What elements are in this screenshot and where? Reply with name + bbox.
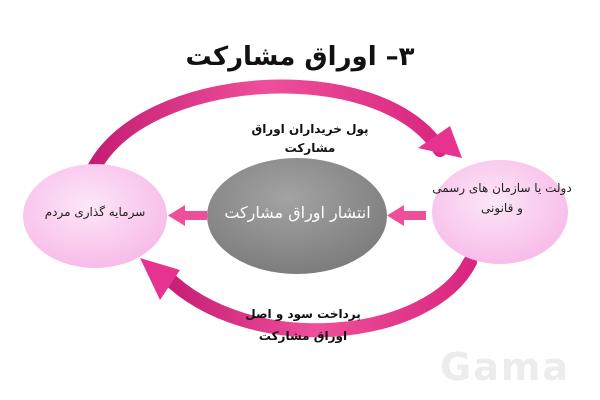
- top-flow-label: پول خریداران اوراق مشارکت: [251, 122, 369, 155]
- small-arrow-left: [168, 205, 207, 226]
- investors-node: [23, 164, 167, 268]
- government-node: [432, 160, 568, 264]
- issuance-node: [207, 158, 387, 274]
- page-title: ۳– اوراق مشارکت: [185, 42, 415, 72]
- government-label: دولت یا سازمان های رسمی و قانونی: [432, 181, 572, 215]
- top-flow-arrowhead: [418, 126, 462, 158]
- issuance-label: انتشار اوراق مشارکت: [224, 203, 371, 222]
- bottom-flow-arrowhead: [140, 258, 180, 300]
- top-flow-arrow: [85, 79, 447, 179]
- bottom-flow-arrow: [158, 255, 477, 338]
- bottom-flow-label: پرداخت سود و اصل اوراق مشارکت: [245, 307, 361, 343]
- small-arrow-right: [387, 205, 426, 226]
- investors-label: سرمایه گذاری مردم: [44, 205, 146, 219]
- watermark-logo: Gama: [440, 345, 571, 389]
